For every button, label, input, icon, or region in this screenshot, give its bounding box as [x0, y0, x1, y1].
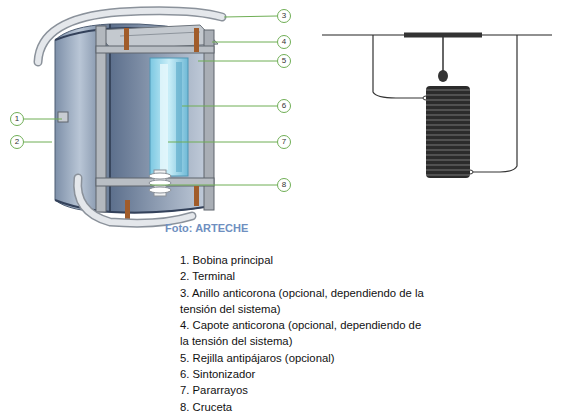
- callout-number: 1: [15, 115, 19, 123]
- part-list-item: 7. Pararrayos: [180, 382, 430, 398]
- callout-circle: 3: [277, 9, 291, 23]
- coil-turns: [426, 86, 470, 178]
- cross-arm: [96, 26, 214, 212]
- callout-circle: 7: [277, 135, 291, 149]
- callout-number: 2: [15, 138, 19, 146]
- part-list-item: 6. Sintonizador: [180, 366, 430, 382]
- part-list-item: 1. Bobina principal: [180, 252, 430, 268]
- callout-circle: 6: [277, 99, 291, 113]
- callout-number: 5: [282, 57, 286, 65]
- part-list-item: 3. Anillo anticorona (opcional, dependie…: [180, 285, 430, 318]
- photo-credit: Foto: ARTECHE: [165, 222, 248, 234]
- callout-circle: 2: [10, 135, 24, 149]
- callout-circle: 1: [10, 112, 24, 126]
- callout-number: 4: [282, 38, 286, 46]
- callout-number: 8: [282, 181, 286, 189]
- callout-circle: 8: [277, 178, 291, 192]
- part-list-item: 8. Cruceta: [180, 399, 430, 414]
- callout-number: 3: [282, 12, 286, 20]
- callout-number: 6: [282, 102, 286, 110]
- tuner: [150, 58, 188, 176]
- part-list-item: 5. Rejilla antipájaros (opcional): [180, 350, 430, 366]
- leader-lines: [24, 16, 277, 185]
- callout-number: 7: [282, 138, 286, 146]
- parts-list: 1. Bobina principal2. Terminal3. Anillo …: [180, 252, 430, 414]
- part-list-item: 4. Capote anticorona (opcional, dependie…: [180, 317, 430, 350]
- surge-arrester: [149, 170, 171, 196]
- part-list-item: 2. Terminal: [180, 268, 430, 284]
- callout-circle: 4: [277, 35, 291, 49]
- line-trap-sketch: [322, 33, 552, 179]
- callout-circle: 5: [277, 54, 291, 68]
